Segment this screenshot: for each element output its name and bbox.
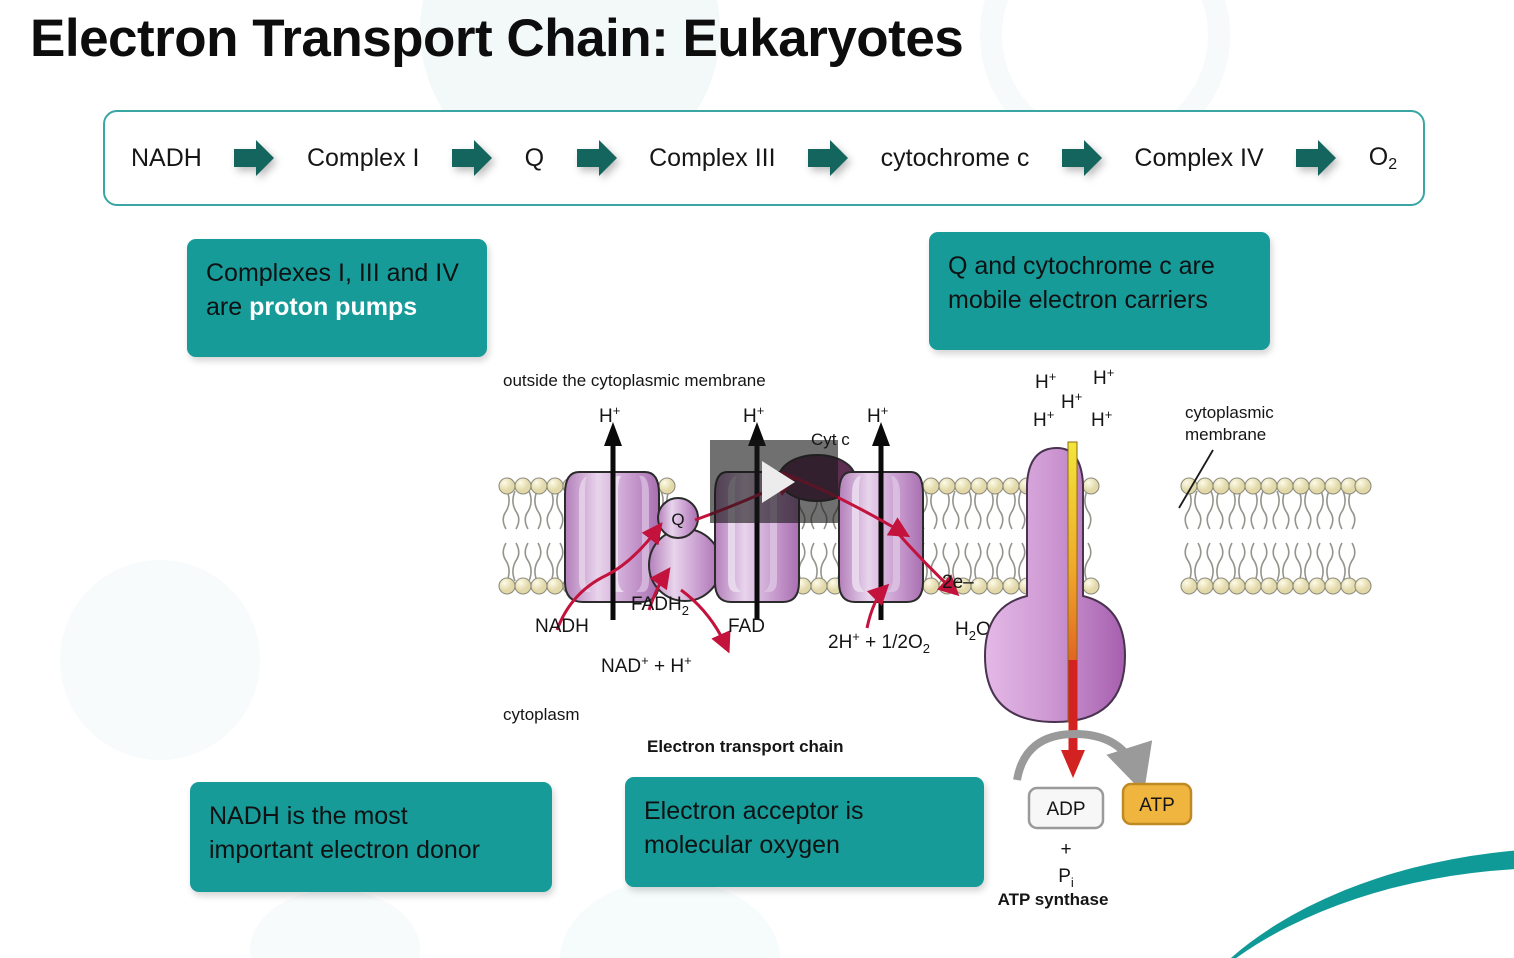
pi-label: Pi — [1058, 866, 1074, 890]
membrane-leader: cytoplasmic membrane — [1178, 403, 1274, 509]
callout-nadh-donor-line1: NADH is the most — [209, 802, 408, 830]
callout-oxygen-acceptor-line2: molecular oxygen — [644, 831, 840, 859]
callout-mobile-carriers: Q and cytochrome c are mobile electron ca… — [929, 232, 1270, 350]
fadh2-label: FADH2 — [631, 594, 689, 618]
atp-synthase-caption: ATP synthase — [998, 890, 1109, 909]
svg-text:H+: H+ — [599, 403, 620, 427]
flow-node-q[interactable]: Q — [524, 143, 545, 172]
flow-node-oxygen-sub: 2 — [1388, 155, 1398, 173]
adp-box: ADP + Pi — [1027, 786, 1105, 890]
atp-box: ATP — [1121, 782, 1193, 826]
flow-arrow-icon — [1296, 140, 1337, 176]
nadh-label: NADH — [535, 616, 589, 637]
svg-text:H+: H+ — [867, 403, 888, 427]
adp-to-atp-arc — [1013, 729, 1153, 794]
adp-label: ADP — [1046, 799, 1085, 820]
flow-node-cytochrome-c[interactable]: cytochrome c — [880, 143, 1030, 172]
callout-oxygen-acceptor-line1: Electron acceptor is — [644, 797, 864, 825]
callout-mobile-carriers-line2: mobile electron carriers — [948, 286, 1208, 314]
flow-node-oxygen[interactable]: O2 — [1365, 143, 1401, 174]
membrane-label-line1: cytoplasmic — [1185, 403, 1274, 422]
flow-arrow-icon — [576, 140, 617, 176]
svg-text:H+: H+ — [1061, 389, 1082, 413]
svg-text:H+: H+ — [743, 403, 764, 427]
callout-nadh-donor-line2: important electron donor — [209, 836, 480, 864]
play-icon — [761, 460, 795, 503]
flow-node-oxygen-label: O — [1368, 142, 1389, 171]
flow-arrow-icon — [452, 140, 493, 176]
fad-label: FAD — [728, 616, 765, 637]
background-blob — [60, 560, 260, 760]
etc-flow-bar: NADH Complex I Q Complex III cytochrome … — [103, 110, 1425, 206]
membrane-label-line2: membrane — [1185, 425, 1266, 444]
q-carrier-label: Q — [671, 510, 684, 529]
flow-arrow-icon — [1061, 140, 1102, 176]
etc-diagram: outside the cytoplasmic membrane cytopla… — [495, 360, 1375, 920]
callout-proton-pumps: Complexes I, III and IV are proton pumps — [187, 239, 487, 357]
callout-nadh-donor: NADH is the most important electron donor — [190, 782, 552, 892]
flow-node-nadh[interactable]: NADH — [131, 143, 202, 172]
flow-arrow-icon — [234, 140, 275, 176]
flow-arrow-icon — [808, 140, 849, 176]
plus-label: + — [1060, 839, 1071, 860]
svg-text:H+: H+ — [1035, 369, 1056, 393]
svg-text:H+: H+ — [1033, 407, 1054, 431]
cytoplasm-label: cytoplasm — [503, 705, 580, 724]
callout-mobile-carriers-line1: Q and cytochrome c are — [948, 252, 1215, 280]
outside-membrane-label: outside the cytoplasmic membrane — [503, 371, 766, 390]
proton-cluster-labels: H+ H+ H+ H+ H+ — [1033, 365, 1114, 431]
proton-flow-arrow — [1061, 660, 1085, 778]
two-electron-label: 2e– — [942, 572, 974, 593]
atp-label: ATP — [1139, 795, 1175, 816]
proton-labels-top: H+ H+ H+ — [599, 403, 888, 427]
flow-node-complex-i[interactable]: Complex I — [306, 143, 420, 172]
page-title: Electron Transport Chain: Eukaryotes — [30, 9, 964, 68]
flow-node-complex-iii[interactable]: Complex III — [649, 143, 776, 172]
video-play-button[interactable] — [710, 440, 838, 523]
diagram-caption: Electron transport chain — [647, 737, 843, 756]
callout-proton-pumps-plain: Complexes I, III and IV are — [206, 259, 459, 321]
oxygen-reaction-label: 2H+ + 1/2O2 — [828, 629, 930, 656]
callout-proton-pumps-bold: proton pumps — [249, 293, 418, 321]
flow-node-complex-iv[interactable]: Complex IV — [1134, 143, 1264, 172]
svg-text:H+: H+ — [1091, 407, 1112, 431]
reaction-labels: NADH NAD+ + H+ FADH2 FAD 2e– 2H+ + 1/2O2… — [535, 572, 991, 677]
callout-oxygen-acceptor: Electron acceptor is molecular oxygen — [625, 777, 984, 887]
background-blob — [250, 890, 420, 958]
nad-plus-label: NAD+ + H+ — [601, 653, 692, 677]
svg-text:H+: H+ — [1093, 365, 1114, 389]
